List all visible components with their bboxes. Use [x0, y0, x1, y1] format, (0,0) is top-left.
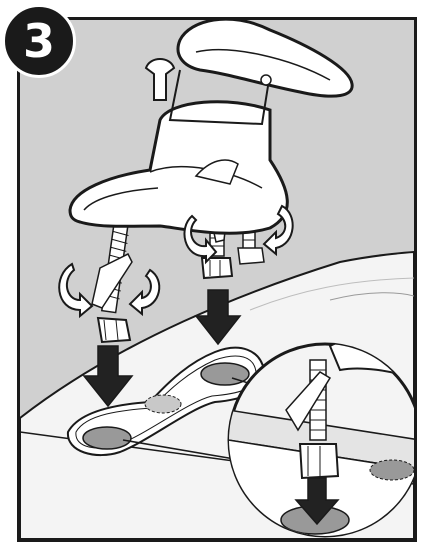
left-mounting-hole [83, 427, 131, 449]
step-number-badge: 3 [2, 4, 76, 78]
handle-screw [261, 75, 271, 85]
center-hole [145, 395, 181, 413]
